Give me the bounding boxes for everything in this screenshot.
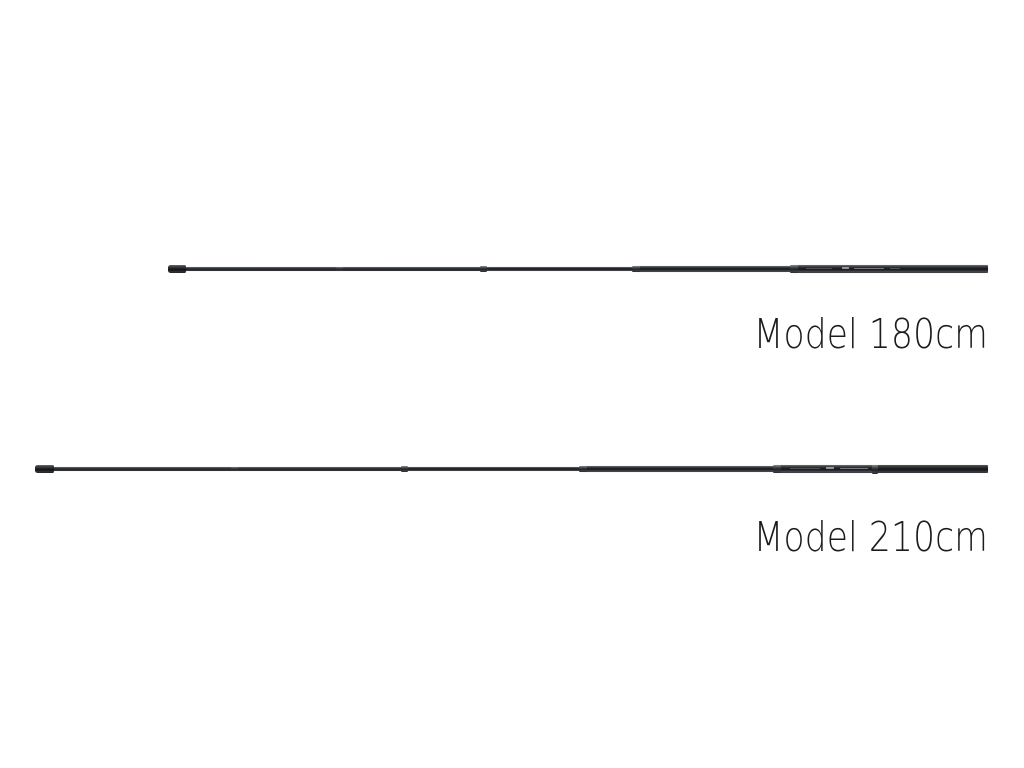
pole-210-joint-3: [579, 465, 587, 473]
size-label-210cm: Model 210cm: [753, 513, 988, 561]
pole-180-middle-section: [482, 266, 636, 272]
pole-180-lower-section: [634, 266, 794, 272]
pole-210-middle-section: [403, 466, 583, 472]
pole-180-print-mark-2: [842, 267, 849, 269]
pole-210-tip-section: [50, 467, 235, 471]
pole-180-print-mark-4: [890, 267, 900, 269]
pole-210-print-mark-1: [790, 467, 820, 469]
pole-210-collar-section: [775, 465, 877, 473]
pole-210-handle-grip: [875, 464, 988, 474]
pole-180-tip-section: [180, 267, 340, 271]
pole-180-handle-section: [792, 265, 988, 273]
pole-210-joint-5: [872, 464, 878, 474]
pole-210-print-mark-3: [840, 467, 868, 469]
pole-180-joint-2: [480, 266, 487, 272]
pole-210-joint-4: [773, 465, 781, 473]
pole-210-upper-section: [233, 467, 405, 471]
pole-210-rubber-end-cap: [35, 465, 54, 473]
size-label-180cm: Model 180cm: [753, 310, 988, 358]
pole-180-joint-1: [336, 266, 343, 272]
pole-210-print-mark-2: [826, 467, 834, 469]
pole-180-joint-4: [790, 265, 798, 273]
pole-180-rubber-end-cap: [168, 265, 186, 273]
pole-210-joint-2: [401, 466, 408, 472]
pole-180-joint-3: [632, 265, 640, 273]
pole-210-lower-section: [581, 466, 777, 472]
pole-180-print-mark-3: [854, 267, 884, 269]
pole-180-upper-section: [338, 267, 484, 271]
pole-210-joint-1: [231, 466, 238, 472]
pole-180-print-mark-1: [806, 267, 832, 269]
